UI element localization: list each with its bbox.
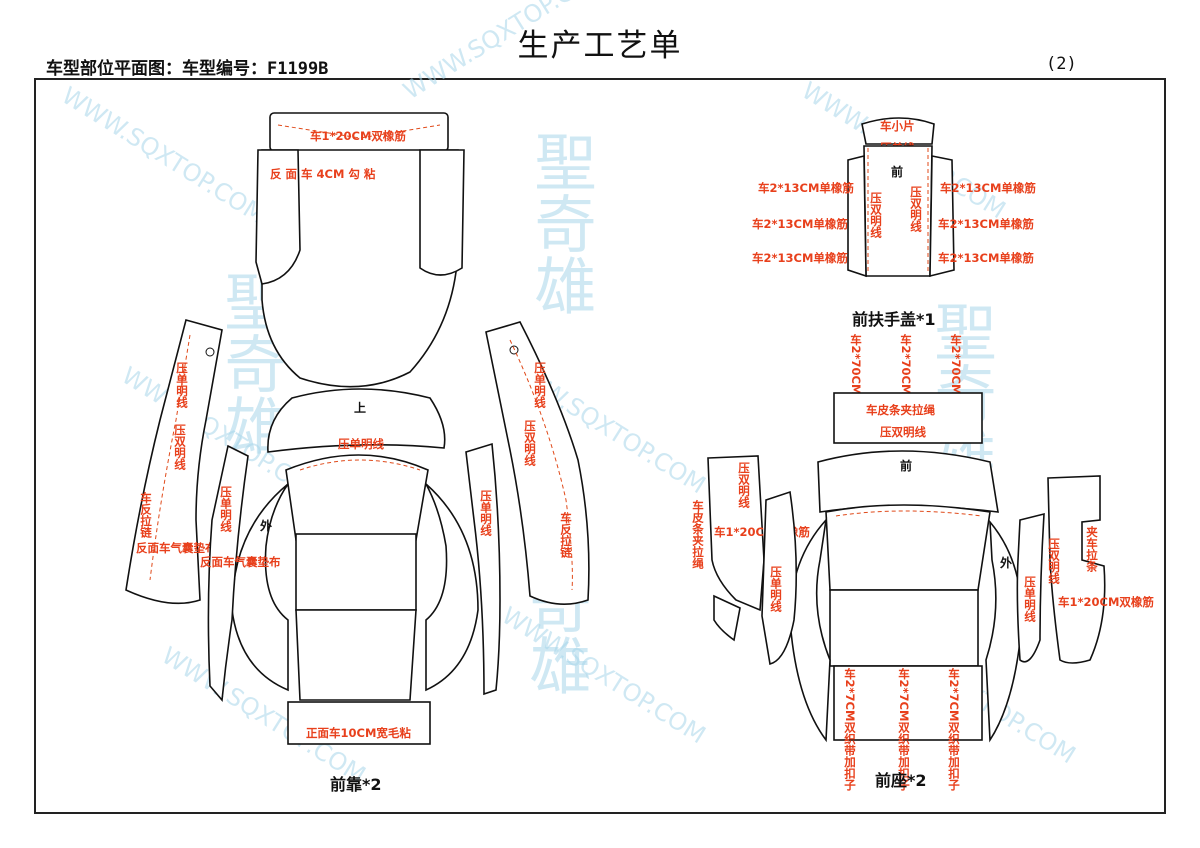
front-seat-group: 车2*70CM单织带 车2*70CM单织带 车2*70CM单织带 车皮条夹拉绳 … <box>691 333 1154 791</box>
top-strip <box>833 392 983 444</box>
front-armrest-group: 车小片 压单线 前 压双明线 压双明线 车2*13CM单橡筋 车2*13CM单橡… <box>752 117 1036 329</box>
top-strip-label-2: 压双明线 <box>880 425 926 439</box>
seat-left-label-3: 车1*20CM双橡筋 <box>714 525 810 539</box>
seat-left-outer <box>707 455 765 612</box>
right-wing-label-2: 压双明线 <box>523 419 537 467</box>
seat-right-label-3: 夹车拉条 <box>1085 525 1099 573</box>
upper-back-panel <box>261 149 459 388</box>
headrest-label: 车1*20CM双橡筋 <box>310 129 406 143</box>
seat-right-label-1: 压双明线 <box>1047 537 1061 585</box>
armrest-left-flap <box>847 154 867 278</box>
seat-right-label-2: 压单明线 <box>1023 575 1037 623</box>
watermark-logo: 聖奇雄 <box>524 130 597 316</box>
center-top-label: 压单明线 <box>338 437 384 451</box>
seat-lower-block <box>833 665 983 741</box>
seat-left-label-1: 压双明线 <box>737 461 751 509</box>
armrest-left-col-label: 压双明线 <box>869 191 883 239</box>
left-inner-curve <box>231 483 289 692</box>
page-number: (2) <box>1046 54 1077 74</box>
drawing-frame <box>34 78 1166 814</box>
armrest-right-flap <box>929 155 955 278</box>
seat-caption: 前座*2 <box>875 771 927 790</box>
left-wing-label-3: 车反拉链 <box>139 491 153 539</box>
seat-upper-block <box>825 504 991 591</box>
armrest-caption: 前扶手盖*1 <box>852 310 936 329</box>
center-upper-block <box>285 454 429 541</box>
backrest-caption: 前靠*2 <box>330 775 382 794</box>
armrest-side-label-r3: 车2*13CM单橡筋 <box>938 251 1034 265</box>
armrest-side-label-r1: 车2*13CM单橡筋 <box>940 181 1036 195</box>
front-backrest-group: 车1*20CM双橡筋 反 面 车 4CM 勾 粘 上 压单明线 正面车10CM宽… <box>125 112 590 794</box>
right-wing-label-1: 压单明线 <box>533 361 547 409</box>
watermark-url: WWW.SQXTOP.COM <box>57 81 271 229</box>
right-tack-flap <box>419 149 465 276</box>
seat-left-label-4: 压单明线 <box>769 565 783 613</box>
watermark-url: WWW.SQXTOP.COM <box>398 0 612 105</box>
armrest-side-label-l2: 车2*13CM单橡筋 <box>752 217 848 231</box>
armrest-side-label-l3: 车2*13CM单橡筋 <box>752 251 848 265</box>
bottom-strip-label: 正面车10CM宽毛粘 <box>306 726 411 740</box>
left-inner-label-1: 压单明线 <box>219 485 233 533</box>
seat-middle-block <box>829 589 979 667</box>
right-inner-curve <box>425 483 479 692</box>
left-inner-label-2: 反面车气囊垫布 <box>200 555 281 569</box>
mark-front-seat: 前 <box>900 458 912 473</box>
model-subtitle: 车型部位平面图：车型编号：F1199B <box>46 59 329 79</box>
armrest-right-col-label: 压双明线 <box>909 185 923 233</box>
left-wing-label-2: 压双明线 <box>173 423 187 471</box>
upper-mid-panel <box>267 388 446 453</box>
document-title: 生产工艺单 <box>517 28 683 64</box>
left-wing-label-4: 反面车气囊垫布 <box>136 541 217 555</box>
bottom-label-2: 车2*7CM双织带加扣子 <box>897 667 911 791</box>
seat-left-inner <box>761 490 798 665</box>
seat-right-outer <box>1047 475 1106 664</box>
right-inner-label-1: 压单明线 <box>479 489 493 537</box>
left-inner-strip <box>207 444 249 702</box>
bottom-label-1: 车2*7CM双织带加扣子 <box>843 667 857 791</box>
mark-outer-right: 外 <box>1000 555 1012 570</box>
seat-left-label-2: 车皮条夹拉绳 <box>691 499 705 570</box>
mark-top: 上 <box>354 400 366 415</box>
center-middle-block <box>295 533 417 611</box>
seat-right-curve <box>985 519 1023 743</box>
right-wing-label-3: 车反拉链 <box>559 511 573 559</box>
left-tack-flap <box>255 149 301 285</box>
armrest-top-cap <box>861 117 935 145</box>
reverse-tack-label: 反 面 车 4CM 勾 粘 <box>270 167 376 181</box>
left-wing-label-1: 压单明线 <box>175 361 189 409</box>
armrest-side-label-r2: 车2*13CM单橡筋 <box>938 217 1034 231</box>
center-lower-block <box>295 609 417 701</box>
seat-left-tab <box>713 594 741 642</box>
bottom-label-3: 车2*7CM双织带加扣子 <box>947 667 961 791</box>
armrest-side-label-l1: 车2*13CM单橡筋 <box>758 181 854 195</box>
seat-right-inner <box>1016 512 1045 663</box>
seat-right-label-4: 车1*20CM双橡筋 <box>1058 595 1154 609</box>
seat-left-curve <box>789 517 831 743</box>
bottom-strip <box>287 701 431 745</box>
top-strip-label-1: 车皮条夹拉绳 <box>866 403 935 417</box>
right-outer-wing <box>485 321 590 605</box>
mark-front-armrest: 前 <box>891 164 903 179</box>
mark-outer-left: 外 <box>260 518 272 533</box>
left-outer-wing <box>125 319 223 605</box>
armrest-top-label: 车小片 <box>880 119 915 133</box>
right-inner-strip <box>465 442 501 696</box>
